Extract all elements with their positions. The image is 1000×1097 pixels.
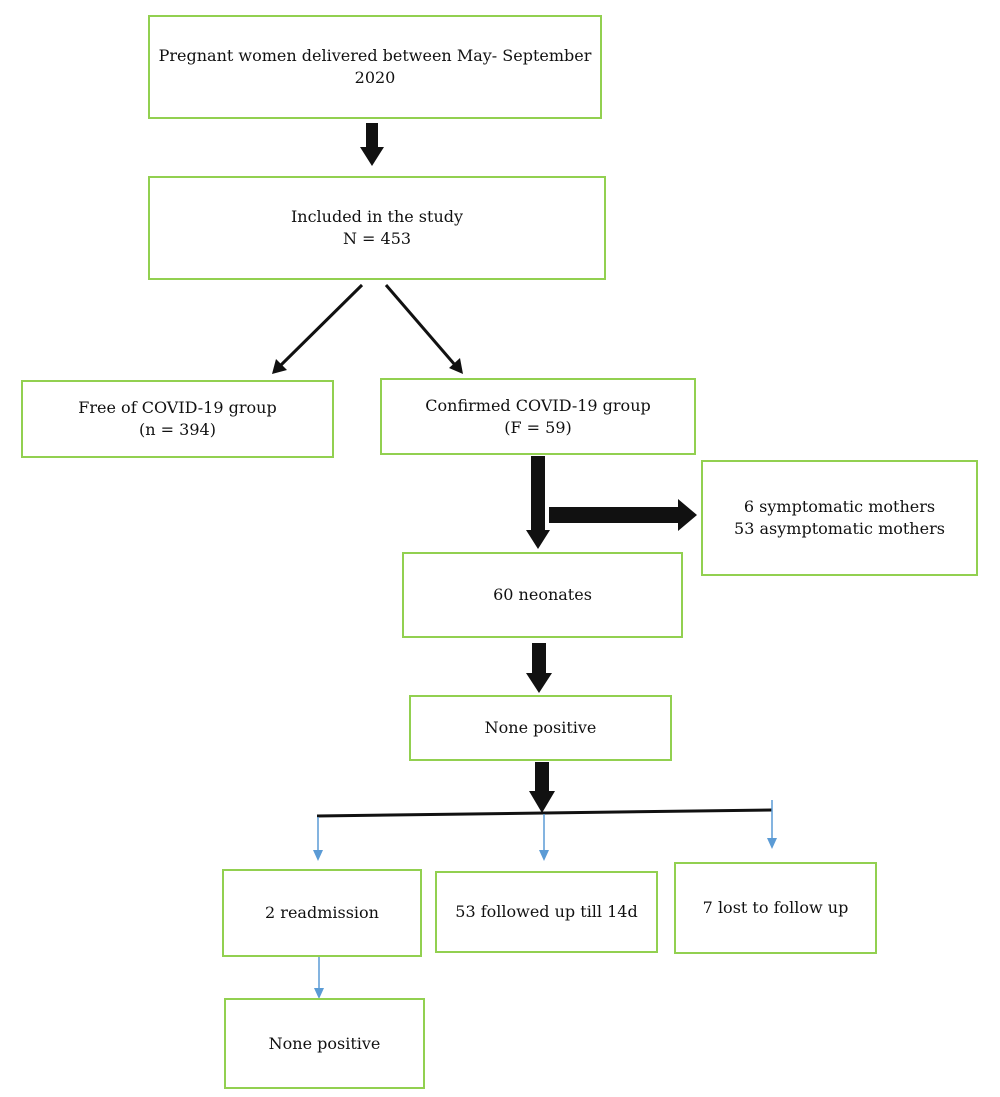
box-confirmed-line2: (F = 59) (504, 417, 572, 437)
box-included-line1: Included in the study (290, 207, 464, 226)
box-free-covid: Free of COVID-19 group (n = 394) (21, 380, 334, 458)
arrow-included-to-confirmed (384, 284, 463, 374)
box-mothers: 6 symptomatic mothers 53 asymptomatic mo… (701, 460, 978, 576)
box-followed-up: 53 followed up till 14d (435, 871, 658, 953)
box-neonates-line1: 60 neonates (493, 585, 592, 604)
box-start-line2: 2020 (354, 68, 396, 87)
box-readmission: 2 readmission (222, 869, 422, 957)
box-mothers-line1: 6 symptomatic mothers (743, 497, 936, 516)
box-start-line1: Pregnant women delivered between May- Se… (158, 46, 592, 65)
box-free-line1: Free of COVID-19 group (78, 398, 277, 417)
box-lost-line1: 7 lost to follow up (702, 898, 849, 917)
box-neonates: 60 neonates (402, 552, 683, 638)
box-none-positive-2: None positive (224, 998, 425, 1089)
box-start: Pregnant women delivered between May- Se… (148, 15, 602, 119)
box-none-positive-1-line1: None positive (484, 718, 597, 737)
arrow-none-positive-to-branch (529, 762, 555, 813)
arrow-confirmed-to-mothers (549, 499, 697, 531)
arrow-neonates-to-none-positive (526, 643, 552, 693)
arrow-readmission-to-none-positive (314, 956, 324, 999)
box-none-positive-2-line1: None positive (268, 1033, 381, 1053)
arrow-included-to-free (272, 283, 364, 374)
box-mothers-line2: 53 asymptomatic mothers (734, 519, 945, 538)
box-confirmed-covid: Confirmed COVID-19 group (F = 59) (380, 378, 696, 455)
arrow-branch-to-followed (539, 814, 549, 861)
box-included: Included in the study N = 453 (148, 176, 606, 280)
branch-line (316, 808, 773, 818)
box-lost-to-follow-up: 7 lost to follow up (674, 862, 877, 954)
box-included-line2: N = 453 (342, 229, 412, 248)
box-confirmed-line1: Confirmed COVID-19 group (425, 395, 651, 415)
box-free-line2: (n = 394) (139, 420, 216, 439)
arrow-confirmed-to-neonates (526, 456, 550, 549)
arrow-start-to-included (360, 123, 384, 166)
box-none-positive-1: None positive (409, 695, 672, 761)
arrow-branch-to-readmission (313, 817, 323, 861)
box-readmission-line1: 2 readmission (265, 903, 379, 922)
arrow-branch-to-lost (767, 800, 777, 849)
box-followed-line1: 53 followed up till 14d (455, 902, 638, 921)
